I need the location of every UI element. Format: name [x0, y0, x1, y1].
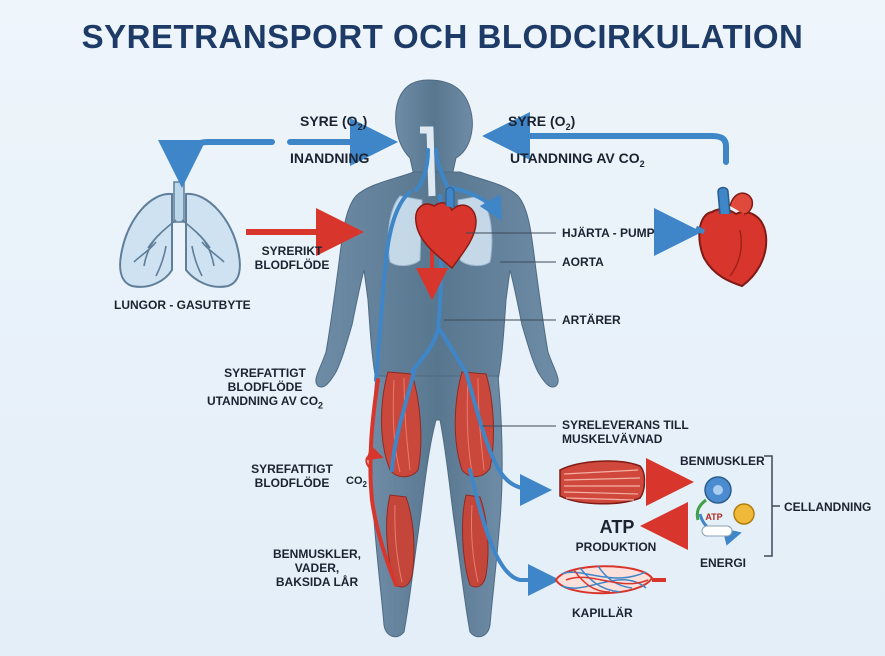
label-inandning: INANDNING [290, 150, 370, 166]
label-energi: ENERGI [700, 556, 747, 570]
atp-icon-text: ATP [705, 512, 722, 522]
label-benmuskler-vader: BENMUSKLER,VADER,BAKSIDA LÅR [272, 547, 361, 589]
label-kapillar: KAPILLÄR [572, 606, 633, 620]
trachea [420, 126, 436, 197]
label-atp: ATP [599, 517, 635, 537]
label-utandning-co2: UTANDNING AV CO2 [510, 150, 645, 169]
capillary-network [554, 565, 666, 595]
cellandning-bracket [764, 455, 780, 557]
label-benmuskler: BENMUSKLER [680, 454, 765, 468]
calf-muscles [386, 494, 489, 588]
label-hjarta-pump: HJÄRTA - PUMP [562, 226, 655, 240]
label-produktion: PRODUKTION [575, 540, 657, 554]
label-syre-right: SYRE (O2) [508, 113, 576, 132]
label-syrefattigt-upper: SYREFATTIGT BLODFLÖDE UTANDNING AV CO2 [206, 366, 324, 411]
co2-curl-arrow [365, 445, 384, 471]
lungs-illustration [119, 181, 241, 288]
heart-illustration [694, 186, 768, 288]
breathing-arrows [158, 112, 729, 188]
cellular-respiration-cycle [695, 476, 755, 546]
muscle-fibres [392, 377, 485, 583]
leader-lines [444, 232, 556, 427]
label-cellandning: CELLANDNING [784, 500, 872, 514]
muscle-fibre-bundle [559, 460, 646, 505]
label-aorta: AORTA [562, 255, 604, 269]
label-syre-left: SYRE (O2) [300, 113, 368, 132]
page-title: SYRETRANSPORT OCH BLODCIRKULATION [81, 18, 804, 55]
label-artarer: ARTÄRER [562, 313, 621, 327]
label-lungor: LUNGOR - GASUTBYTE [114, 298, 251, 312]
label-co2: CO2 [346, 475, 367, 490]
body-heart [415, 187, 477, 270]
